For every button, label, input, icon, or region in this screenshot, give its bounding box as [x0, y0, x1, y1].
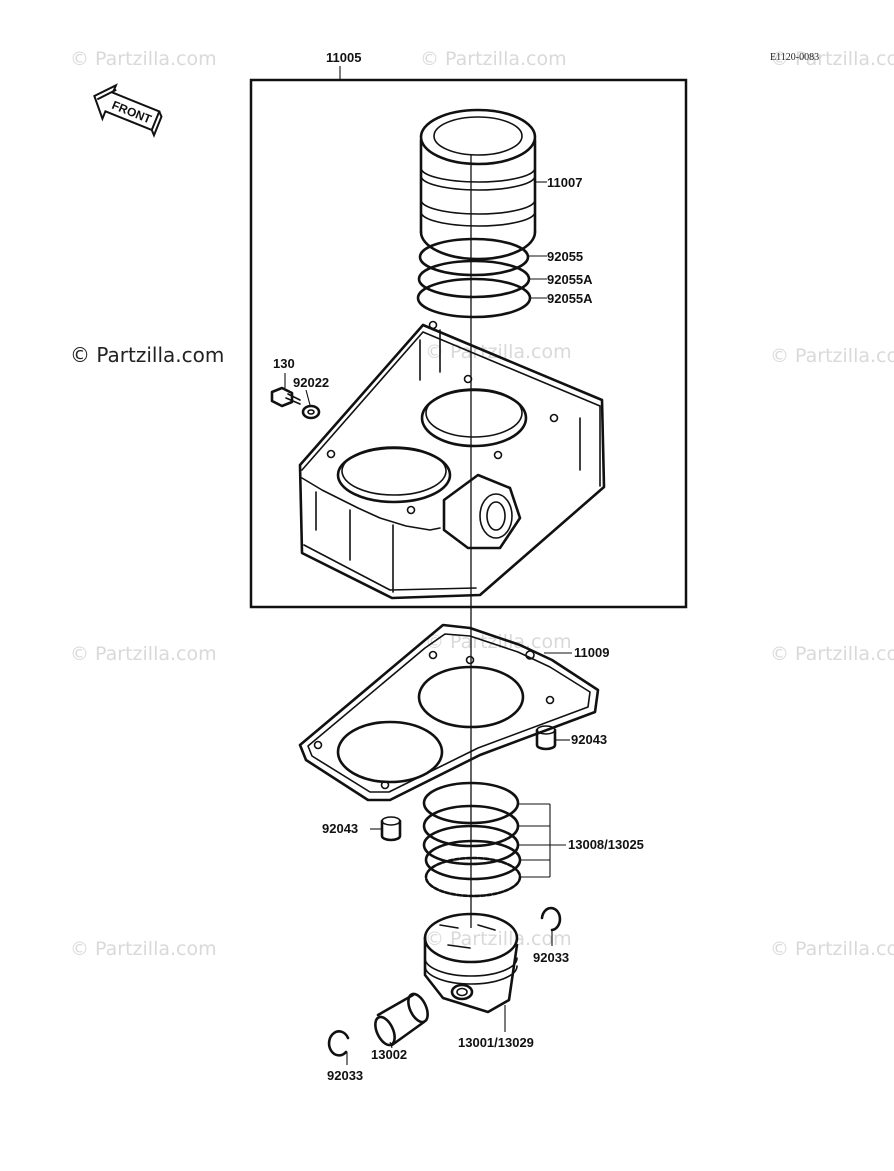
watermark: © Partzilla.com: [770, 345, 894, 367]
dowel-pin-left: [380, 816, 402, 842]
label-gasket: 11009: [574, 645, 609, 660]
watermark: © Partzilla.com: [70, 938, 217, 960]
watermark: © Partzilla.com: [420, 48, 567, 70]
piston-pin: [374, 992, 429, 1047]
watermark: © Partzilla.com: [70, 48, 217, 70]
label-oring-1: 92055: [547, 249, 583, 264]
label-pin: 13002: [371, 1047, 407, 1062]
reference-code: E1120-0083: [770, 52, 819, 63]
cylinder-assembly-box: 11005: [249, 50, 688, 609]
watermark: © Partzilla.com: [770, 48, 894, 70]
watermark: © Partzilla.com: [425, 341, 572, 363]
watermark: © Partzilla.com: [425, 928, 572, 950]
cylinder-liner: [419, 108, 537, 261]
head-gasket: [298, 623, 600, 802]
watermark: © Partzilla.com: [70, 643, 217, 665]
watermarks: © Partzilla.com © Partzilla.com © Partzi…: [70, 48, 894, 960]
piston-rings: [422, 781, 522, 898]
label-circlip-right: 92033: [533, 950, 569, 965]
rings-leader: [518, 803, 566, 878]
piston: [423, 912, 519, 1014]
watermark: © Partzilla.com: [770, 643, 894, 665]
label-dowel-right: 92043: [571, 732, 607, 747]
dowel-pin-right: [535, 725, 557, 751]
label-liner: 11007: [547, 175, 582, 190]
label-oring-2: 92055A: [547, 272, 593, 287]
bolt-and-washer: [270, 386, 321, 420]
watermark: © Partzilla.com: [70, 343, 224, 367]
label-circlip-left: 92033: [327, 1068, 363, 1083]
watermark: © Partzilla.com: [425, 631, 572, 653]
circlip-right: [540, 906, 562, 932]
front-arrow-icon: FRONT: [93, 83, 163, 138]
circlip-left: [327, 1030, 350, 1057]
label-rings: 13008/13025: [568, 837, 644, 852]
watermark: © Partzilla.com: [770, 938, 894, 960]
label-piston: 13001/13029: [458, 1035, 534, 1050]
label-oring-3: 92055A: [547, 291, 593, 306]
label-bolt: 130: [273, 356, 295, 371]
label-washer: 92022: [293, 375, 329, 390]
cylinder-block: [298, 320, 606, 600]
label-assembly: 11005: [326, 50, 361, 65]
label-dowel-left: 92043: [322, 821, 358, 836]
